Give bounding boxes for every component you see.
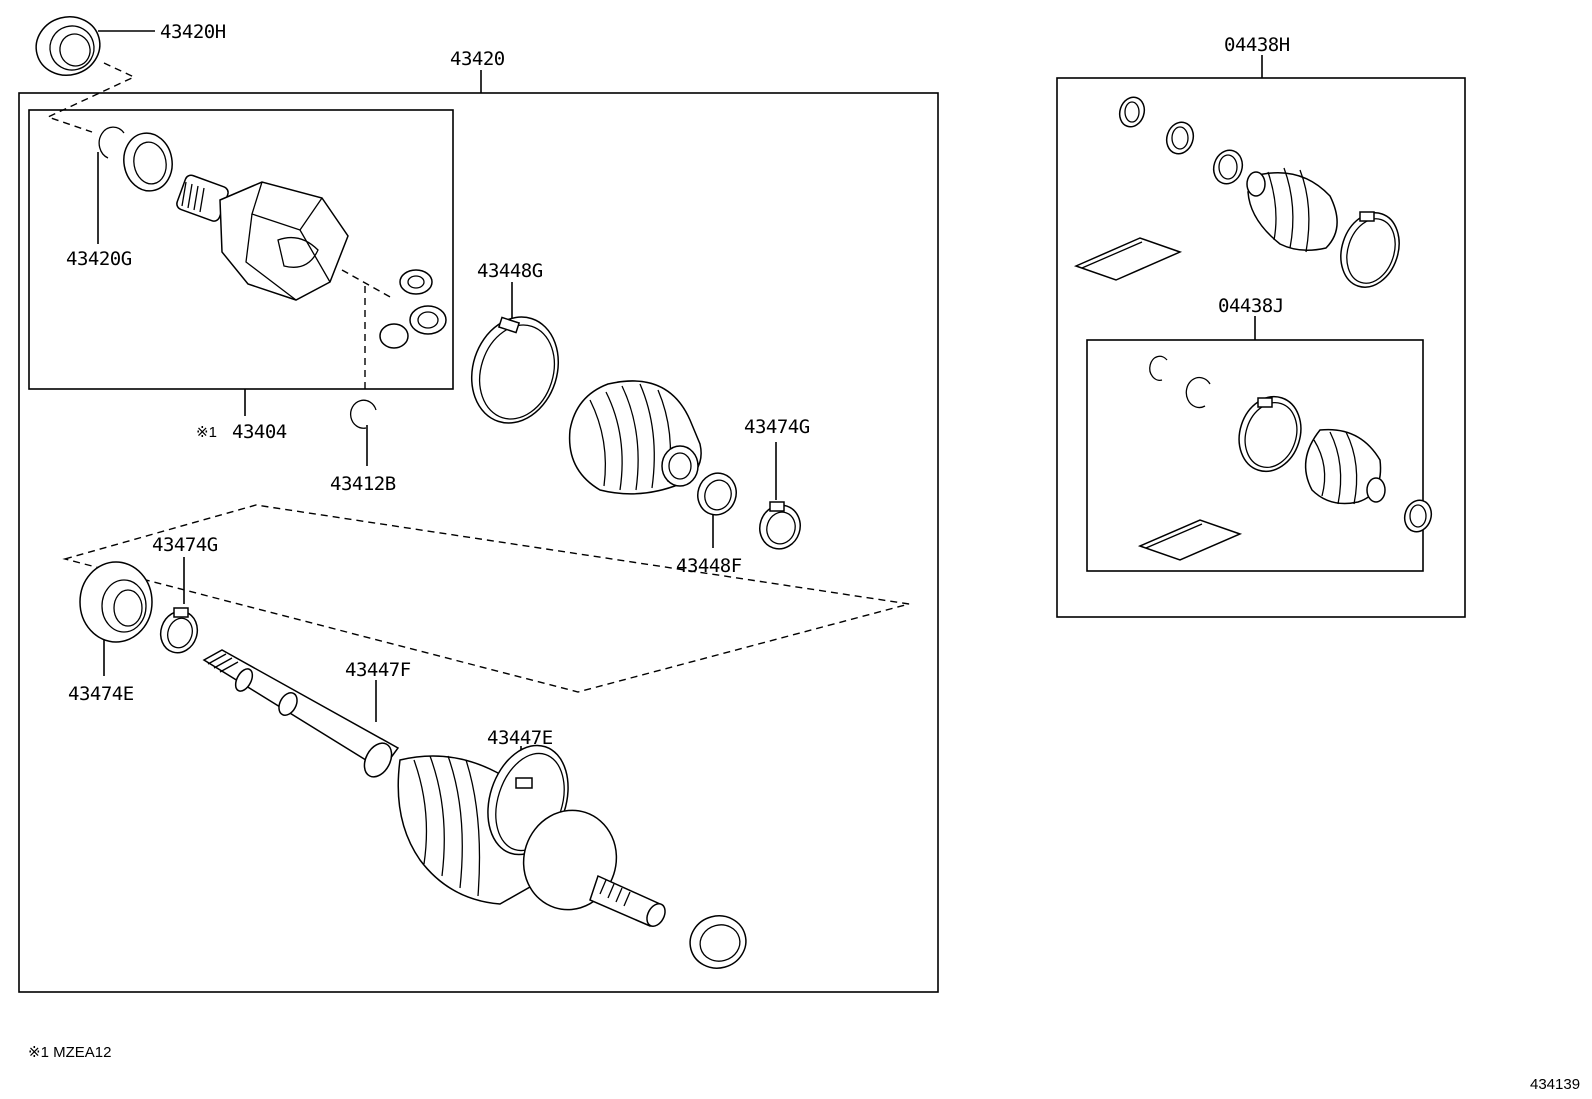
kit-04438J-boot-drawing: [1304, 428, 1386, 505]
label-43420: 43420: [450, 48, 505, 70]
dashed-region-outer-joint: [62, 504, 910, 693]
kit-04438J-snap-rings-drawing: [1149, 355, 1211, 409]
label-43448F: 43448F: [676, 555, 742, 577]
label-43404: 43404: [232, 421, 287, 443]
kit-04438J-clamp-small-drawing: [1403, 499, 1433, 533]
inner-joint-housing-drawing: [176, 174, 349, 301]
boot-clamp-43448G-drawing: [470, 316, 560, 424]
boot-clamp-43474G-upper-drawing: [759, 501, 801, 550]
drive-shaft-drawing: [202, 649, 400, 778]
label-43474G-upper: 43474G: [744, 416, 810, 438]
label-43420H: 43420H: [160, 21, 226, 43]
boot-kit-04438H-frame: [1056, 77, 1466, 618]
damper-43474E-drawing: [79, 561, 153, 643]
tripod-joint-drawing: [379, 269, 447, 349]
seal-ring-43420H-drawing: [35, 16, 101, 76]
label-04438J: 04438J: [1218, 295, 1284, 317]
label-43420G: 43420G: [66, 248, 132, 270]
label-43447F: 43447F: [345, 659, 411, 681]
label-43412B: 43412B: [330, 473, 396, 495]
kit-04438H-grease-packet-drawing: [1073, 237, 1183, 281]
boot-clamp-43448F-drawing: [697, 472, 737, 516]
diagram-id: 434139: [1530, 1076, 1580, 1093]
assembly-43420-frame: [18, 92, 939, 993]
label-04438H: 04438H: [1224, 34, 1290, 56]
label-mark-1: ※1: [196, 424, 217, 441]
footnote-mzea12: ※1 MZEA12: [28, 1044, 111, 1061]
inner-boot-drawing: [568, 380, 702, 495]
outer-joint-drawing: [522, 809, 666, 927]
boot-clamp-43474G-lower-drawing: [159, 607, 199, 654]
label-43474G-lower: 43474G: [152, 534, 218, 556]
dashed-line-tripod: [341, 269, 393, 299]
outer-seal-ring-drawing: [689, 915, 747, 969]
snap-ring-43420G-drawing: [98, 126, 125, 159]
dashed-line-43420H: [46, 62, 136, 133]
label-43448G: 43448G: [477, 260, 543, 282]
label-43447E: 43447E: [487, 727, 553, 749]
snap-ring-43412B-drawing: [349, 399, 377, 429]
label-43474E: 43474E: [68, 683, 134, 705]
inner-seal-drawing: [123, 132, 173, 192]
kit-04438J-clamp-large-drawing: [1238, 395, 1302, 473]
kit-04438H-clamps-drawing: [1118, 96, 1244, 185]
kit-04438H-boot-drawing: [1246, 167, 1400, 288]
inner-joint-43404-frame: [28, 109, 454, 390]
kit-04438J-grease-packet-drawing: [1137, 519, 1243, 561]
